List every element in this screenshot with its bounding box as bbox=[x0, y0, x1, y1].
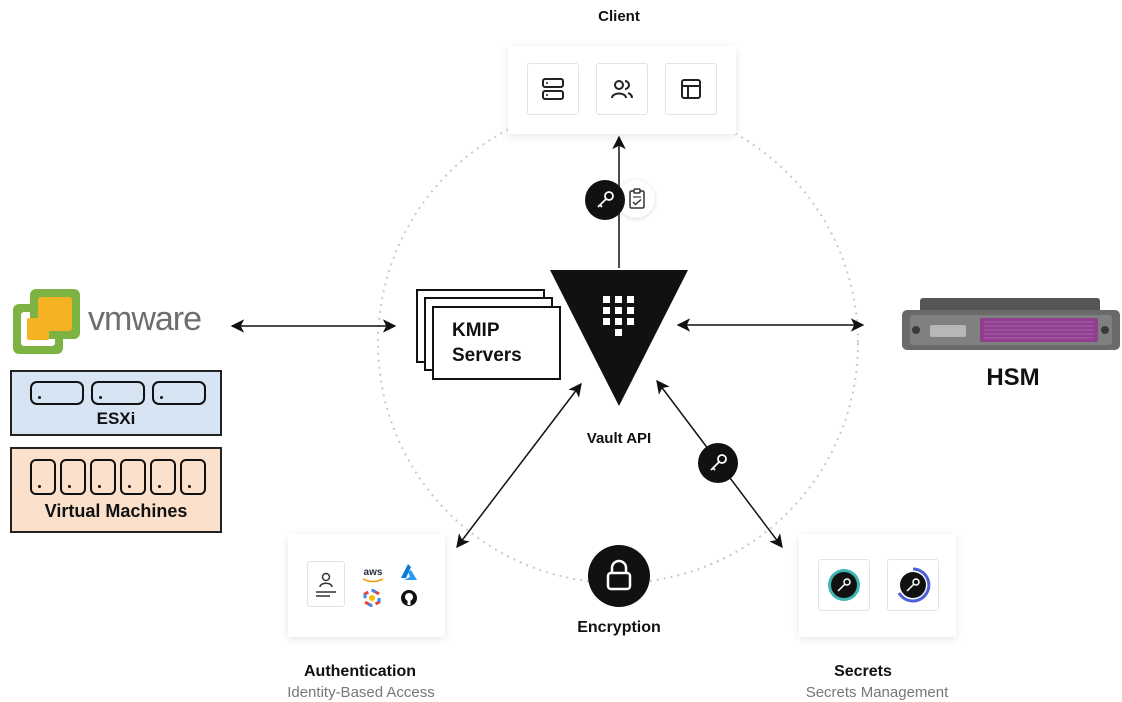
vmware-logo-icon bbox=[13, 289, 80, 354]
secret-key-icon bbox=[828, 569, 860, 601]
authentication-title: Authentication bbox=[304, 663, 416, 680]
virtual-machines-box: Virtual Machines bbox=[10, 447, 222, 533]
vault-api-label: Vault API bbox=[586, 430, 652, 447]
kmip-label-line2: Servers bbox=[452, 345, 522, 366]
virtual-machines-label: Virtual Machines bbox=[44, 501, 188, 521]
vm-slot bbox=[60, 459, 86, 495]
vmware-logo-text: vmware bbox=[88, 300, 202, 338]
vm-slot bbox=[120, 459, 146, 495]
vm-slot bbox=[90, 459, 116, 495]
esxi-host-slot bbox=[30, 381, 84, 405]
client-card bbox=[508, 46, 736, 134]
secrets-subtitle: Secrets Management bbox=[805, 684, 949, 701]
secrets-tile-teal bbox=[818, 559, 870, 611]
clipboard-badge bbox=[617, 180, 655, 218]
vm-slot bbox=[30, 459, 56, 495]
users-tile bbox=[596, 63, 648, 115]
esxi-host-slot bbox=[91, 381, 145, 405]
secrets-card bbox=[799, 534, 956, 637]
layout-icon bbox=[681, 79, 701, 99]
kmip-card-front: KMIP Servers bbox=[432, 306, 561, 380]
layout-tile bbox=[665, 63, 717, 115]
encryption-label: Encryption bbox=[577, 619, 661, 636]
clipboard-icon bbox=[629, 188, 645, 209]
encryption-badge bbox=[588, 545, 650, 607]
vm-slot bbox=[150, 459, 176, 495]
client-title: Client bbox=[598, 8, 640, 25]
identity-card-icon bbox=[316, 572, 336, 597]
users-icon bbox=[611, 80, 633, 99]
lock-icon bbox=[606, 559, 632, 591]
identity-tile bbox=[307, 561, 345, 607]
key-icon bbox=[710, 454, 727, 471]
server-icon bbox=[542, 78, 564, 100]
orbit-circle bbox=[377, 102, 859, 584]
secrets-title: Secrets bbox=[834, 663, 892, 680]
secret-key-icon bbox=[897, 567, 931, 603]
esxi-box: ESXi bbox=[10, 370, 222, 436]
key-icon bbox=[597, 191, 614, 208]
azure-icon bbox=[401, 564, 417, 580]
esxi-host-slot bbox=[152, 381, 206, 405]
key-badge-secrets bbox=[698, 443, 738, 483]
github-icon bbox=[401, 590, 417, 606]
esxi-label: ESXi bbox=[96, 409, 136, 428]
authentication-subtitle: Identity-Based Access bbox=[287, 684, 435, 701]
aws-logo: aws bbox=[358, 562, 388, 583]
authentication-card: aws bbox=[288, 534, 445, 637]
server-tile bbox=[527, 63, 579, 115]
key-badge-client bbox=[585, 180, 625, 220]
gcp-icon bbox=[363, 589, 381, 607]
hsm-device-icon bbox=[902, 298, 1120, 350]
hsm-label: HSM bbox=[986, 364, 1040, 391]
arrow-vault-auth bbox=[456, 382, 582, 549]
kmip-label-line1: KMIP bbox=[452, 320, 500, 341]
vault-logo bbox=[550, 270, 688, 406]
vm-slot bbox=[180, 459, 206, 495]
aws-logo-text: aws bbox=[363, 567, 383, 578]
secrets-tile-blue bbox=[887, 559, 939, 611]
aws-smile-icon bbox=[362, 578, 384, 583]
